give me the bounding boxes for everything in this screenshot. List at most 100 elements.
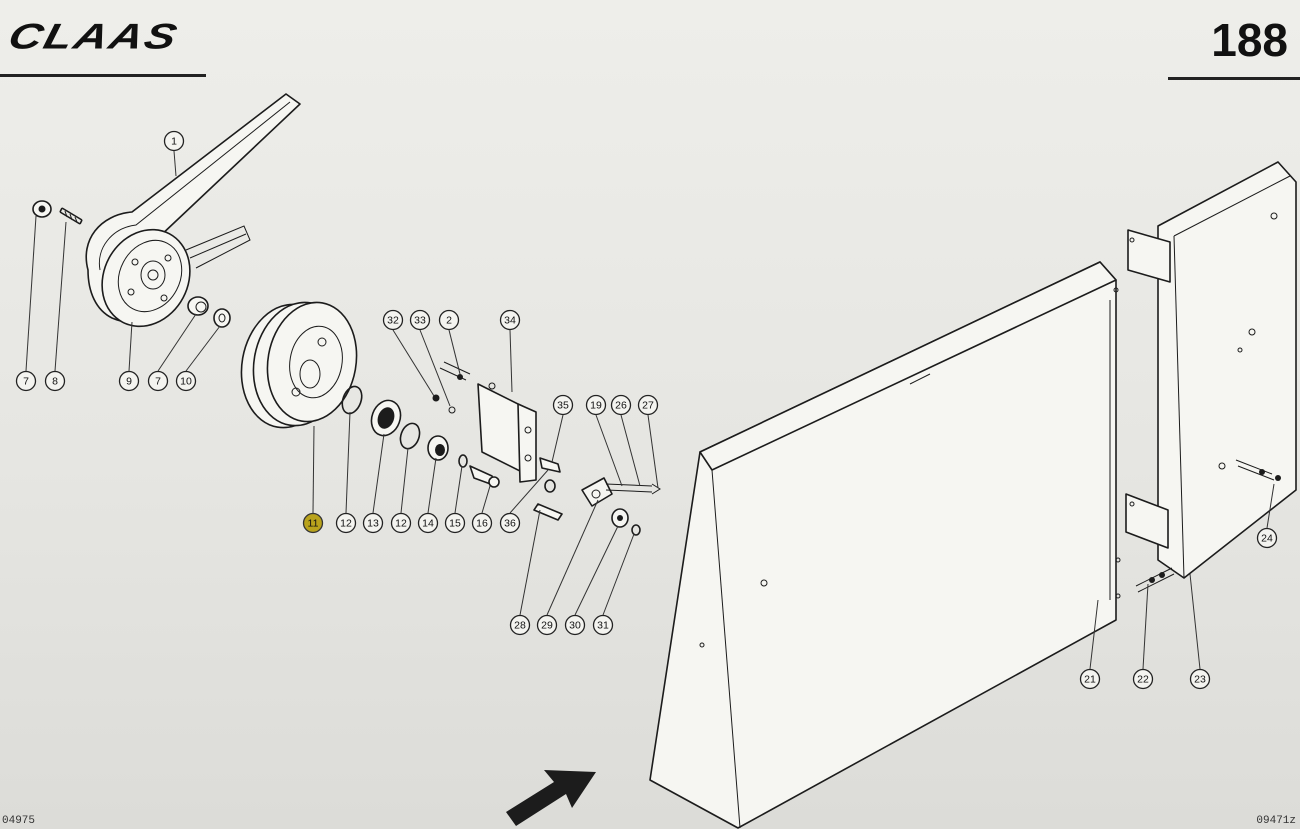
callout-2: 2 [438, 309, 460, 331]
callout-27: 27 [637, 394, 659, 416]
leader-line [647, 414, 659, 489]
callout-circle [1132, 668, 1154, 690]
callout-label: 12 [395, 518, 407, 530]
callout-circle [1189, 668, 1211, 690]
callout-circle [1256, 527, 1278, 549]
leader-line [128, 321, 133, 372]
callout-circle [417, 512, 439, 534]
leader-line [157, 313, 197, 372]
leader-line [509, 469, 549, 514]
callout-32: 32 [382, 309, 404, 331]
callout-circle [499, 309, 521, 331]
callout-7: 7 [147, 370, 169, 392]
leader-line [602, 533, 635, 616]
callout-circle [175, 370, 197, 392]
callout-10: 10 [175, 370, 197, 392]
leader-line [1266, 483, 1275, 529]
callout-circle [564, 614, 586, 636]
leader-line [427, 457, 437, 514]
nut-and-stud [32, 200, 83, 225]
leader-line [620, 414, 641, 487]
callout-label: 23 [1194, 674, 1206, 686]
callout-label: 9 [126, 376, 132, 388]
callout-8: 8 [44, 370, 66, 392]
leader-line [546, 499, 599, 616]
leader-line [509, 329, 513, 393]
callout-label: 26 [615, 400, 627, 412]
callout-circle [637, 394, 659, 416]
leader-line [345, 411, 351, 514]
arrow-icon [506, 770, 596, 826]
callout-label: 19 [590, 400, 602, 412]
callout-24: 24 [1256, 527, 1278, 549]
leader-line [1189, 573, 1201, 670]
leader-line [400, 447, 409, 514]
callout-label: 16 [476, 518, 488, 530]
leader-line [448, 329, 461, 375]
grooved-pulley [240, 301, 358, 429]
callout-label: 7 [23, 376, 29, 388]
callout-1: 1 [163, 130, 185, 152]
leader-line [551, 414, 564, 463]
callout-23: 23 [1189, 668, 1211, 690]
callout-29: 29 [536, 614, 558, 636]
callout-label: 2 [446, 315, 452, 327]
callout-circle [15, 370, 37, 392]
callout-circle [409, 309, 431, 331]
callout-label: 1 [171, 136, 177, 148]
callout-label: 33 [414, 315, 426, 327]
callout-22: 22 [1132, 668, 1154, 690]
callout-35: 35 [552, 394, 574, 416]
leader-line [372, 433, 385, 514]
callout-label: 21 [1084, 674, 1096, 686]
callout-33: 33 [409, 309, 431, 331]
leader-line [54, 221, 67, 372]
bearing-stack [341, 385, 500, 488]
callout-circle [592, 614, 614, 636]
bracket-assembly [432, 361, 561, 493]
callout-circle [438, 309, 460, 331]
drawing-code-left: 04975 [2, 815, 36, 827]
leader-line [1089, 599, 1099, 670]
callout-36: 36 [499, 512, 521, 534]
callout-15: 15 [444, 512, 466, 534]
leader-lines [25, 150, 1275, 670]
callout-label: 30 [569, 620, 581, 632]
callout-circle [536, 614, 558, 636]
callout-circle [509, 614, 531, 636]
leader-line [595, 414, 623, 487]
callout-label: 11 [308, 518, 319, 530]
callout-circle [585, 394, 607, 416]
callout-21: 21 [1079, 668, 1101, 690]
callout-14: 14 [417, 512, 439, 534]
leader-line [481, 485, 491, 514]
callout-circle [1079, 668, 1101, 690]
callout-12: 12 [335, 512, 357, 534]
callout-label: 15 [449, 518, 461, 530]
callout-label: 31 [597, 620, 609, 632]
callout-34: 34 [499, 309, 521, 331]
callout-label: 36 [504, 518, 516, 530]
callout-31: 31 [592, 614, 614, 636]
bracket-bolts [1135, 459, 1281, 593]
callout-label: 29 [541, 620, 553, 632]
leader-line [574, 525, 619, 616]
callout-circle [147, 370, 169, 392]
callout-circle [362, 512, 384, 534]
callout-circle [552, 394, 574, 416]
callout-16: 16 [471, 512, 493, 534]
callout-19: 19 [585, 394, 607, 416]
leader-line [1142, 583, 1149, 670]
tensioner-parts [533, 477, 661, 536]
callout-circle [163, 130, 185, 152]
callout-circle [610, 394, 632, 416]
leader-line [312, 425, 315, 514]
drawing-code-right: 09471z [1256, 815, 1296, 827]
page-number: 188 [1211, 14, 1288, 66]
side-panel [649, 261, 1121, 829]
leader-line [419, 329, 451, 407]
leader-line [454, 465, 463, 514]
callout-circle [44, 370, 66, 392]
